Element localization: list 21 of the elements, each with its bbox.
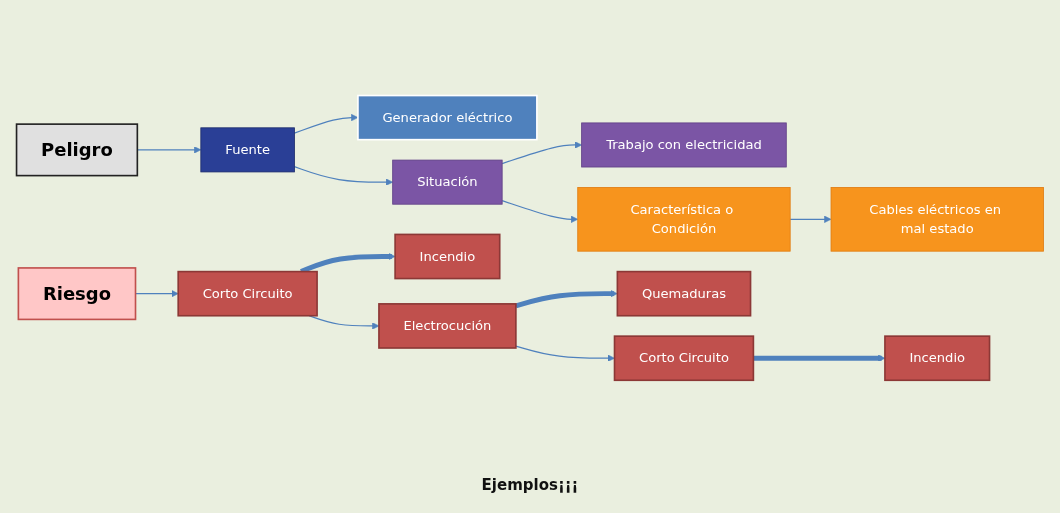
node-box: Situación [392, 159, 503, 205]
arrow [293, 165, 393, 186]
node-box: Corto Circuito [177, 270, 318, 317]
arrow [515, 289, 618, 308]
node-box: Fuente [200, 127, 295, 172]
node-box: Característica o Condición [577, 186, 791, 252]
arrow [789, 215, 832, 223]
arrow [501, 140, 582, 164]
node-box: Peligro [15, 122, 139, 176]
node-box: Incendio [884, 334, 991, 381]
note-text: Ejemplos¡¡¡ [481, 476, 579, 494]
node-box: Electrocución [378, 302, 517, 349]
node-box: Corto Circuito [613, 334, 755, 381]
node-box: Generador eléctrico [357, 94, 538, 141]
arrow [515, 345, 615, 362]
node-box: Riesgo [17, 266, 137, 320]
node-box: Trabajo con electricidad [581, 122, 787, 168]
node-box: Cables eléctricos en mal estado [830, 186, 1044, 252]
node-box: Incendio [394, 233, 501, 279]
arrow [501, 199, 579, 223]
node-box: Quemaduras [616, 270, 752, 317]
